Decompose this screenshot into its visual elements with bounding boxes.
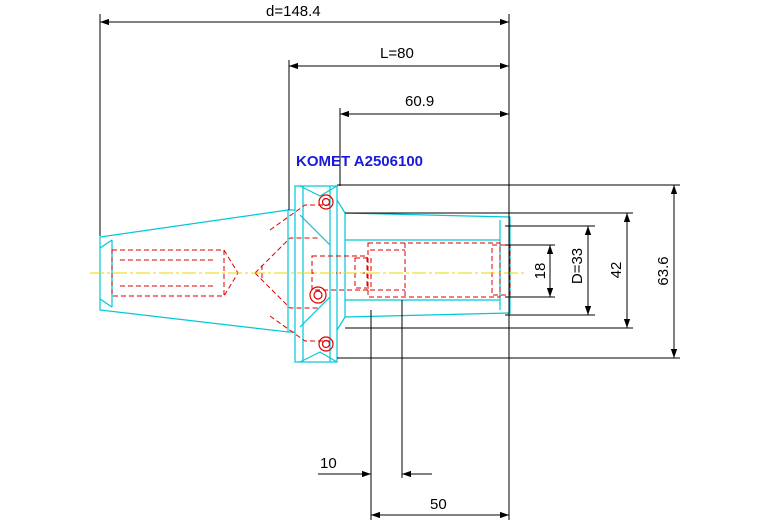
- label-gauge-length: L=80: [380, 45, 414, 62]
- flange-features: [309, 194, 334, 352]
- label-shank-diameter: D=33: [569, 248, 586, 284]
- main-bore: [367, 242, 501, 298]
- flange: [294, 185, 338, 363]
- tool-holder-outline: [99, 185, 511, 363]
- dimension-lines: [99, 14, 680, 520]
- drawing-title: KOMET A2506100: [296, 153, 423, 170]
- label-clamping-length: 50: [430, 496, 447, 513]
- label-set-screw-offset: 10: [320, 455, 337, 472]
- taper-shank: [99, 209, 289, 333]
- label-flange-to-end: 60.9: [405, 93, 434, 110]
- label-bore-diameter: 18: [532, 263, 549, 280]
- label-nose-diameter: 42: [608, 262, 625, 279]
- label-overall-length: d=148.4: [266, 3, 321, 20]
- label-flange-diameter: 63.6: [655, 256, 672, 285]
- nose-cone: [336, 199, 511, 331]
